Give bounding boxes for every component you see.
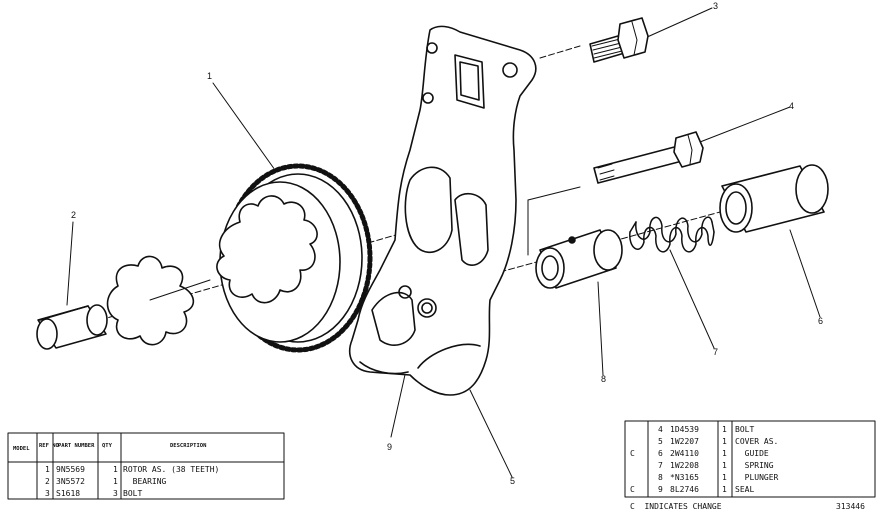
bearing-part [36, 304, 108, 350]
left-row-1-ref: 1 [45, 465, 50, 474]
callout-6: 6 [818, 316, 823, 326]
inner-rotor-part [106, 255, 211, 346]
right-row-1-qty: 1 [722, 425, 727, 434]
left-row-3-desc: BOLT [123, 489, 142, 498]
right-row-3-part: 2W4110 [670, 449, 699, 458]
right-row-4-part: 1W2208 [670, 461, 699, 470]
right-parts-table [624, 420, 876, 498]
right-row-5-ref: 8 [658, 473, 663, 482]
spring-part [629, 216, 715, 253]
left-row-2-ref: 2 [45, 477, 50, 486]
right-row-4-ref: 7 [658, 461, 663, 470]
left-row-2-desc: BEARING [123, 477, 167, 486]
figure-number: 313446 [836, 502, 865, 511]
right-row-2-qty: 1 [722, 437, 727, 446]
header-ref-no: REF NO [39, 443, 60, 449]
header-model: MODEL [13, 446, 30, 452]
right-row-5-qty: 1 [722, 473, 727, 482]
right-row-2-ref: 5 [658, 437, 663, 446]
left-row-3-part: S1618 [56, 489, 80, 498]
header-qty: QTY [102, 443, 113, 449]
left-row-3-qty: 3 [113, 489, 118, 498]
left-row-2-qty: 1 [113, 477, 118, 486]
rotor-gear-part [216, 163, 373, 353]
plunger-part [535, 229, 623, 289]
callout-9: 9 [387, 442, 392, 452]
right-row-5-part: *N3165 [670, 473, 699, 482]
right-row-6-part: 8L2746 [670, 485, 699, 494]
right-row-1-part: 1D4539 [670, 425, 699, 434]
header-description: DESCRIPTION [170, 443, 206, 449]
left-row-1-desc: ROTOR AS. (38 TEETH) [123, 465, 219, 474]
guide-part [719, 164, 829, 233]
right-row-6-desc: SEAL [735, 485, 754, 494]
callout-5: 5 [510, 476, 515, 486]
callout-4: 4 [789, 101, 794, 111]
header-part-number: PART NUMBER [58, 443, 95, 449]
bolt-part-4 [593, 131, 704, 184]
callout-2: 2 [71, 210, 76, 220]
left-row-2-part: 3N5572 [56, 477, 85, 486]
right-row-6-ref: 9 [658, 485, 663, 494]
cover-housing-part [348, 25, 537, 396]
left-table-text: MODEL REF NO PART NUMBER QTY DESCRIPTION… [13, 443, 219, 498]
callout-3: 3 [713, 1, 718, 11]
callout-1: 1 [207, 71, 212, 81]
right-row-2-part: 1W2207 [670, 437, 699, 446]
right-row-3-ref: 6 [658, 449, 663, 458]
right-table-text: 4 1D4539 1 BOLT 5 1W2207 1 COVER AS. C 6… [630, 425, 865, 511]
right-row-4-desc: SPRING [735, 461, 774, 470]
left-row-1-qty: 1 [113, 465, 118, 474]
left-parts-table [7, 432, 285, 500]
right-row-1-ref: 4 [658, 425, 663, 434]
right-row-2-desc: COVER AS. [735, 437, 778, 446]
right-row-3-desc: GUIDE [735, 449, 769, 458]
callout-numbers: 1 2 3 4 5 6 7 8 9 [71, 1, 823, 486]
left-row-3-ref: 3 [45, 489, 50, 498]
change-footnote: C INDICATES CHANGE [630, 502, 722, 511]
right-row-4-qty: 1 [722, 461, 727, 470]
right-row-1-desc: BOLT [735, 425, 754, 434]
bolt-part-3 [589, 17, 649, 63]
right-row-3-qty: 1 [722, 449, 727, 458]
right-row-6-mark: C [630, 485, 635, 494]
right-row-3-mark: C [630, 449, 635, 458]
right-row-5-desc: PLUNGER [735, 473, 779, 482]
left-row-1-part: 9N5569 [56, 465, 85, 474]
right-row-6-qty: 1 [722, 485, 727, 494]
callout-7: 7 [713, 347, 718, 357]
callout-8: 8 [601, 374, 606, 384]
